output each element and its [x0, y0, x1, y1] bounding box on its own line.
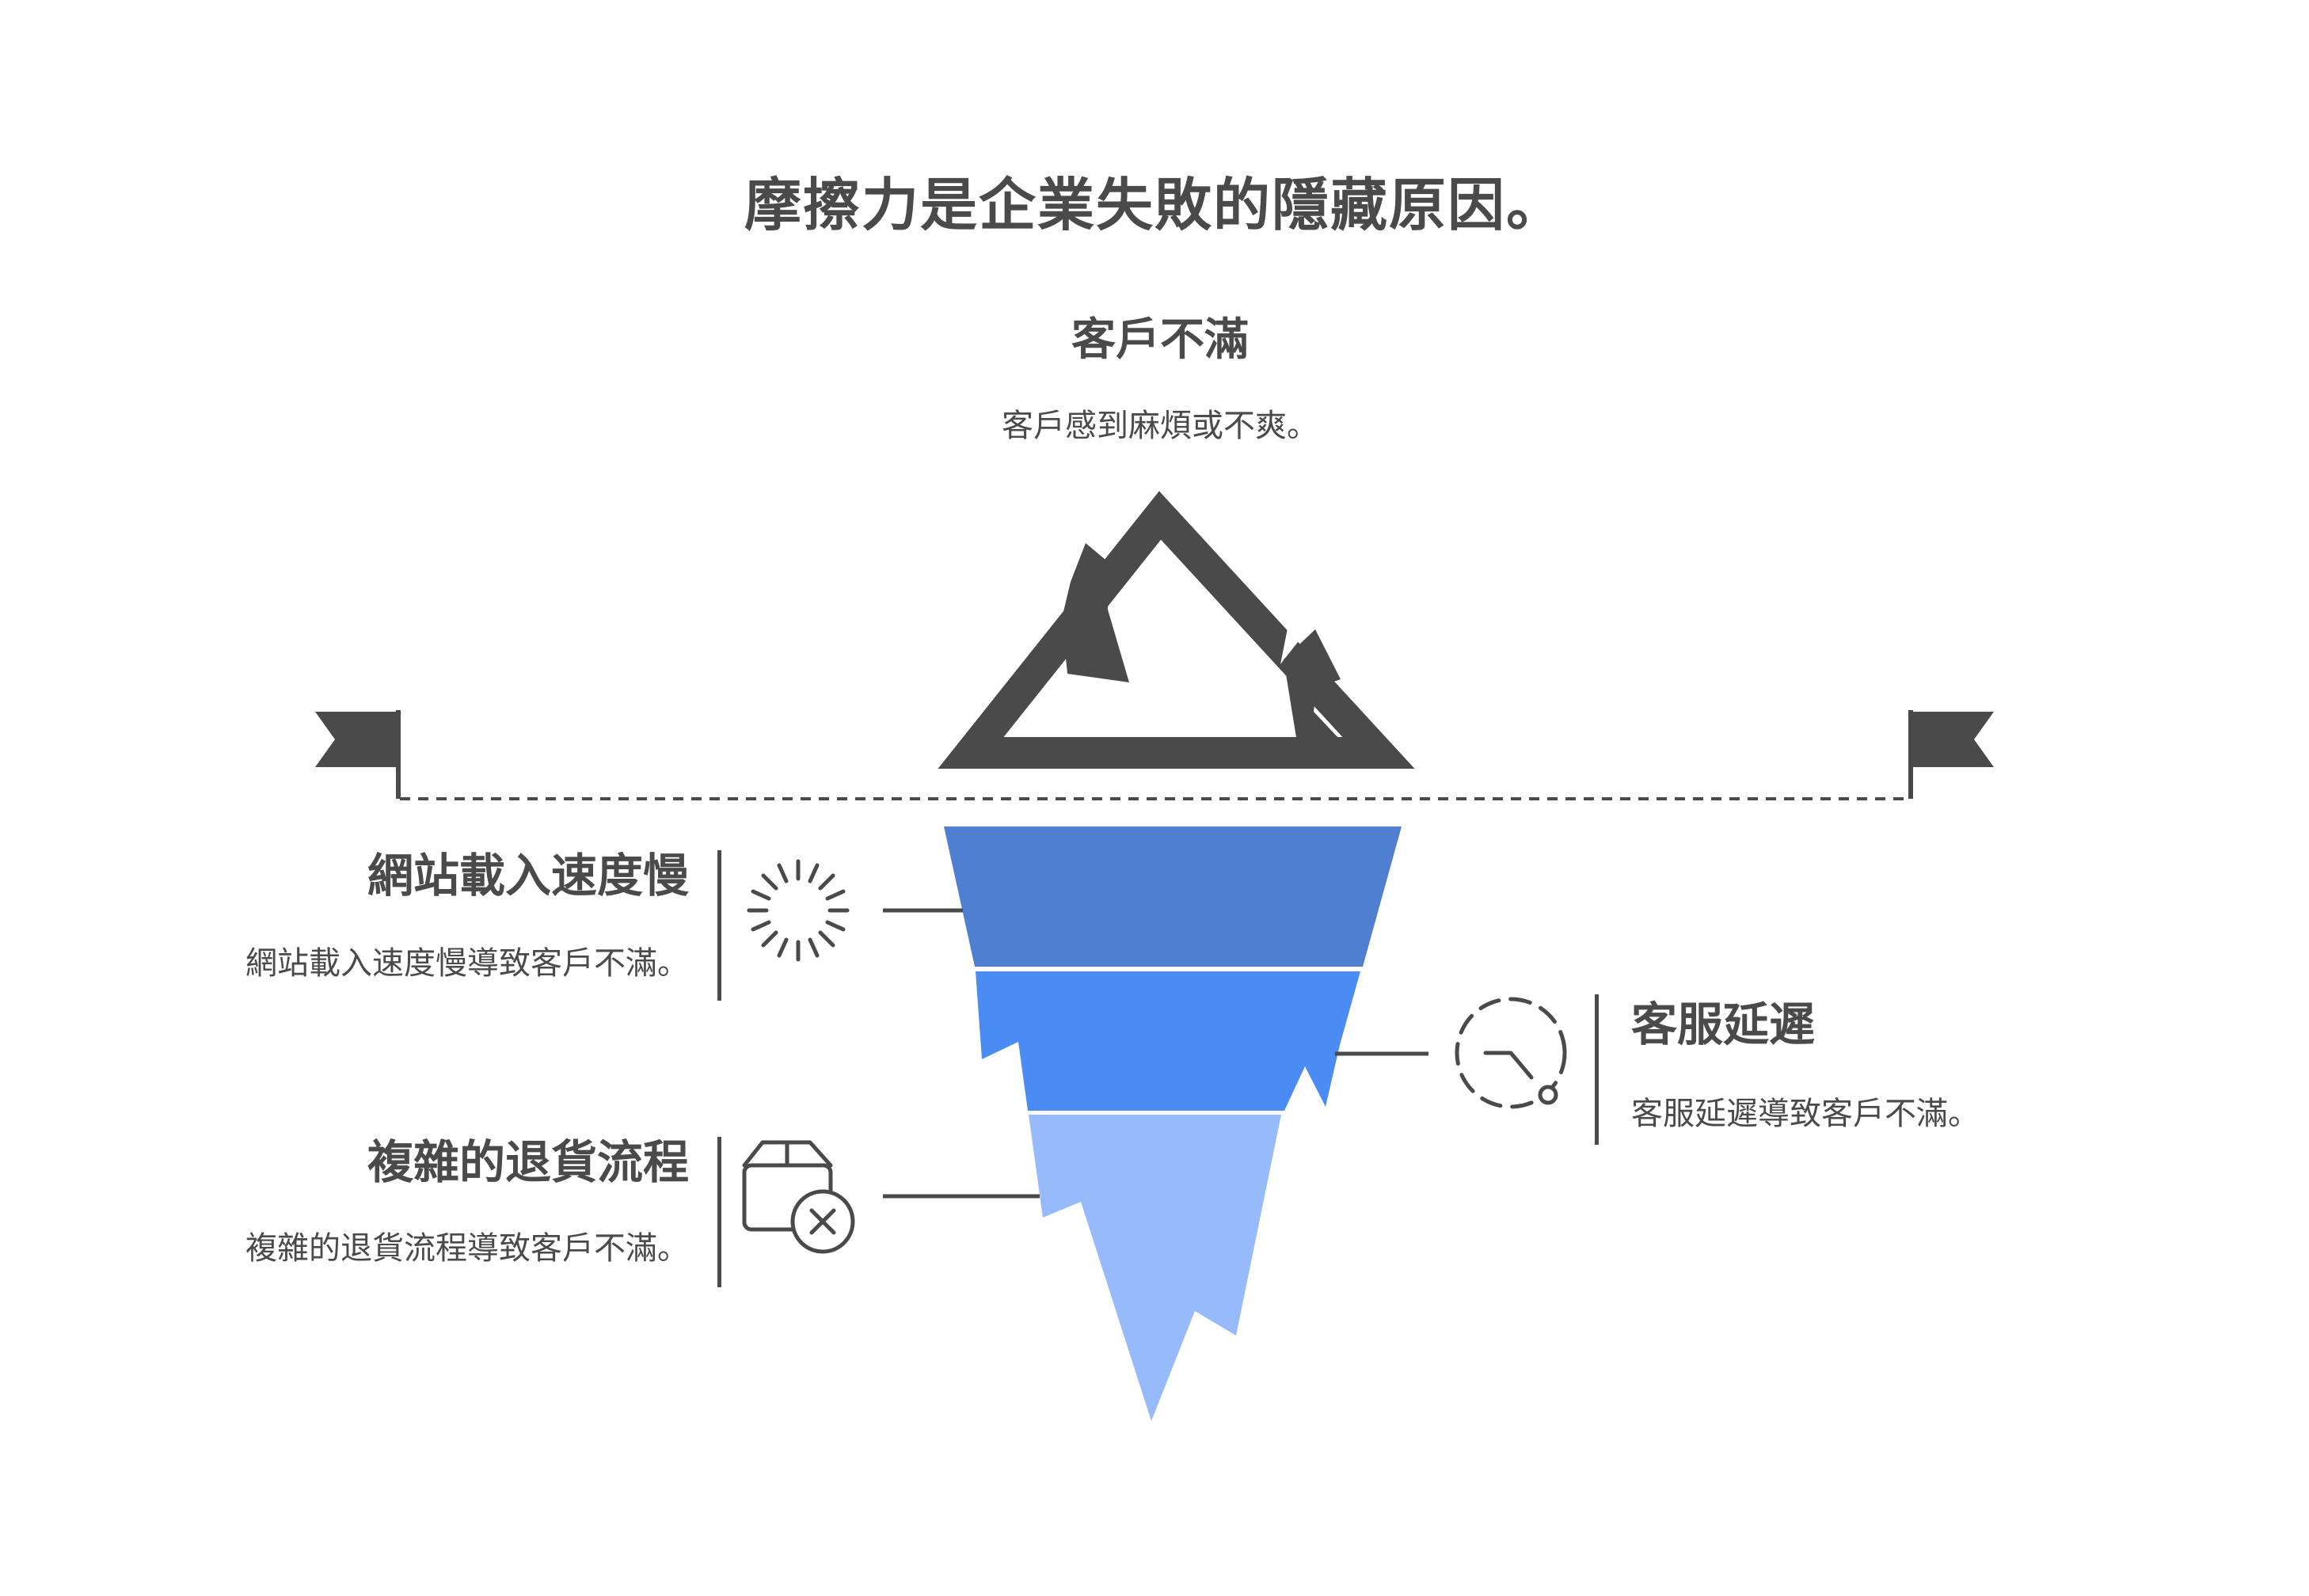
cause-description: 客服延遲導致客戶不滿。	[1631, 1096, 1980, 1131]
page-title: 摩擦力是企業失敗的隱藏原因。	[744, 174, 1565, 238]
cause-service-delay: 客服延遲 客服延遲導致客戶不滿。	[1631, 998, 2201, 1134]
iceberg-bottom-section	[1029, 1115, 1281, 1421]
cause-slow-loading: 網站載入速度慢 網站載入速度慢導致客戶不滿。	[119, 849, 689, 983]
surface-description: 客戶感到麻煩或不爽。	[1002, 408, 1318, 443]
iceberg-middle-section	[976, 971, 1360, 1111]
left-flag-icon	[315, 710, 401, 799]
cause-description: 網站載入速度慢導致客戶不滿。	[245, 945, 689, 981]
divider-bar	[717, 850, 721, 1001]
spinner-icon	[747, 859, 850, 962]
clock-icon	[1455, 997, 1567, 1109]
cause-description: 複雜的退貨流程導致客戶不滿。	[245, 1230, 689, 1266]
divider-bar	[717, 1137, 721, 1287]
right-flag-icon	[1908, 710, 1994, 799]
cause-title: 網站載入速度慢	[367, 850, 689, 902]
mountain-icon	[938, 491, 1415, 769]
cause-title: 複雜的退貨流程	[367, 1137, 689, 1188]
divider-bar	[1595, 994, 1599, 1145]
surface-title: 客戶不滿	[1071, 314, 1249, 364]
package-x-icon	[742, 1140, 855, 1254]
iceberg-top-section	[944, 826, 1402, 967]
cause-title: 客服延遲	[1631, 999, 1816, 1051]
iceberg-sections	[944, 826, 1402, 1421]
surface-label: 客戶不滿 客戶感到麻煩或不爽。	[843, 315, 1477, 445]
cause-complex-returns: 複雜的退貨流程 複雜的退貨流程導致客戶不滿。	[119, 1135, 689, 1268]
